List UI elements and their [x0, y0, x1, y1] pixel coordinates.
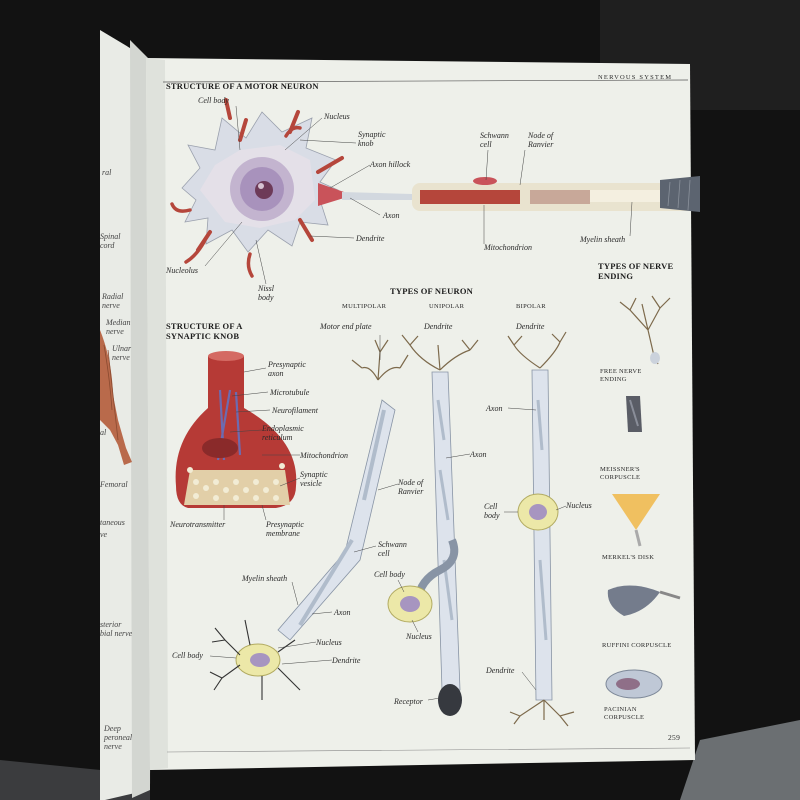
caption-meissners-corpuscle: MEISSNER'S CORPUSCLE: [600, 466, 641, 481]
label-motor-end-plate: Motor end plate: [320, 322, 372, 331]
col-multipolar: MULTIPOLAR: [342, 303, 387, 310]
label-synaptic-mitochondrion: Mitochondrion: [300, 451, 348, 460]
section-title: NERVOUS SYSTEM: [598, 74, 673, 81]
label-cell-body: Cell body: [198, 96, 229, 105]
label-dendrite: Dendrite: [356, 234, 385, 243]
multipolar-leaders: [209, 335, 399, 665]
label-bipolar-nucleus: Nucleus: [566, 501, 592, 510]
left-label-median-nerve: Median nerve: [106, 318, 131, 336]
left-label-taneous: taneous: [100, 518, 125, 527]
caption-merkels-disk: MERKEL'S DISK: [602, 554, 655, 561]
left-label-radial-nerve: Radial nerve: [102, 292, 124, 310]
label-multipolar-axon: Axon: [334, 608, 351, 617]
left-label-ve: ve: [100, 530, 108, 539]
left-label-5: al: [100, 428, 107, 437]
left-label-femoral: Femoral: [100, 480, 128, 489]
label-endoplasmic-reticulum: Endoplasmic reticulum: [262, 424, 304, 442]
left-label-0: ral: [102, 168, 112, 177]
label-unipolar-nucleus: Nucleus: [406, 632, 432, 641]
multipolar-neuron-illustration: [209, 339, 409, 700]
label-myelin-sheath: Myelin sheath: [580, 235, 626, 244]
label-unipolar-cell-body: Cell body: [374, 570, 405, 579]
label-bipolar-dendrite-bottom: Dendrite: [486, 666, 515, 675]
motor-neuron-leaders: [204, 105, 633, 285]
label-axon-hillock: Axon hillock: [370, 160, 411, 169]
label-nissl-body: Nissl body: [258, 284, 275, 302]
left-label-deep-peroneal: Deep peroneal nerve: [104, 724, 133, 751]
caption-pacinian-corpuscle: PACINIAN CORPUSCLE: [604, 706, 645, 721]
label-multipolar-cell-body: Cell body: [172, 651, 203, 660]
synaptic-knob-heading: STRUCTURE OF A SYNAPTIC KNOB: [166, 321, 243, 341]
motor-neuron-illustration: [170, 98, 700, 278]
page-number: 259: [668, 733, 681, 742]
left-label-ulnar-nerve: Ulnar nerve: [112, 344, 132, 362]
label-node-of-ranvier: Node of Ranvier: [528, 131, 554, 149]
nerve-endings-illustration: [605, 295, 681, 699]
label-multipolar-myelin-sheath: Myelin sheath: [242, 574, 288, 583]
col-bipolar: BIPOLAR: [516, 303, 546, 310]
label-bipolar-dendrite: Dendrite: [516, 322, 545, 331]
label-receptor: Receptor: [394, 697, 423, 706]
synaptic-knob-illustration: [175, 351, 297, 508]
bipolar-leaders: [504, 407, 567, 691]
label-neurofilament: Neurofilament: [272, 406, 318, 415]
synaptic-knob-leaders: [223, 367, 301, 521]
arm-figure: [100, 330, 132, 465]
label-presynaptic-membrane: Presynaptic membrane: [266, 520, 304, 538]
label-nucleolus: Nucleolus: [166, 266, 198, 275]
nerve-ending-heading: TYPES OF NERVE ENDING: [598, 261, 674, 281]
label-synaptic-knob: Synaptic knob: [358, 130, 386, 148]
label-nucleus: Nucleus: [324, 112, 350, 121]
bipolar-neuron-illustration: [507, 331, 575, 727]
label-bipolar-axon: Axon: [486, 404, 503, 413]
unipolar-neuron-illustration: [387, 334, 479, 716]
caption-free-nerve-ending: FREE NERVE ENDING: [600, 368, 642, 383]
types-of-neuron-heading: TYPES OF NEURON: [390, 286, 473, 296]
unipolar-leaders: [397, 453, 471, 701]
label-synaptic-vesicle: Synaptic vesicle: [300, 470, 328, 488]
label-multipolar-node-of-ranvier: Node of Ranvier: [398, 478, 424, 496]
caption-ruffini-corpuscle: RUFFINI CORPUSCLE: [602, 642, 672, 649]
label-multipolar-schwann-cell: Schwann cell: [378, 540, 407, 558]
label-schwann-cell: Schwann cell: [480, 131, 509, 149]
label-unipolar-axon: Axon: [470, 450, 487, 459]
label-multipolar-dendrite: Dendrite: [332, 656, 361, 665]
label-microtubule: Microtubule: [270, 388, 310, 397]
label-presynaptic-axon: Presynaptic axon: [268, 360, 306, 378]
left-label-spinal-cord: Spinal cord: [100, 232, 121, 250]
label-multipolar-nucleus: Nucleus: [316, 638, 342, 647]
label-neurotransmitter: Neurotransmitter: [170, 520, 226, 529]
motor-neuron-heading: STRUCTURE OF A MOTOR NEURON: [166, 81, 319, 91]
col-unipolar: UNIPOLAR: [429, 303, 465, 310]
label-unipolar-dendrite: Dendrite: [424, 322, 453, 331]
left-label-posterior-tibial: sterior bial nerve: [100, 620, 133, 638]
label-mitochondrion: Mitochondrion: [484, 243, 532, 252]
label-axon: Axon: [383, 211, 400, 220]
label-bipolar-cell-body: Cell body: [484, 502, 500, 520]
